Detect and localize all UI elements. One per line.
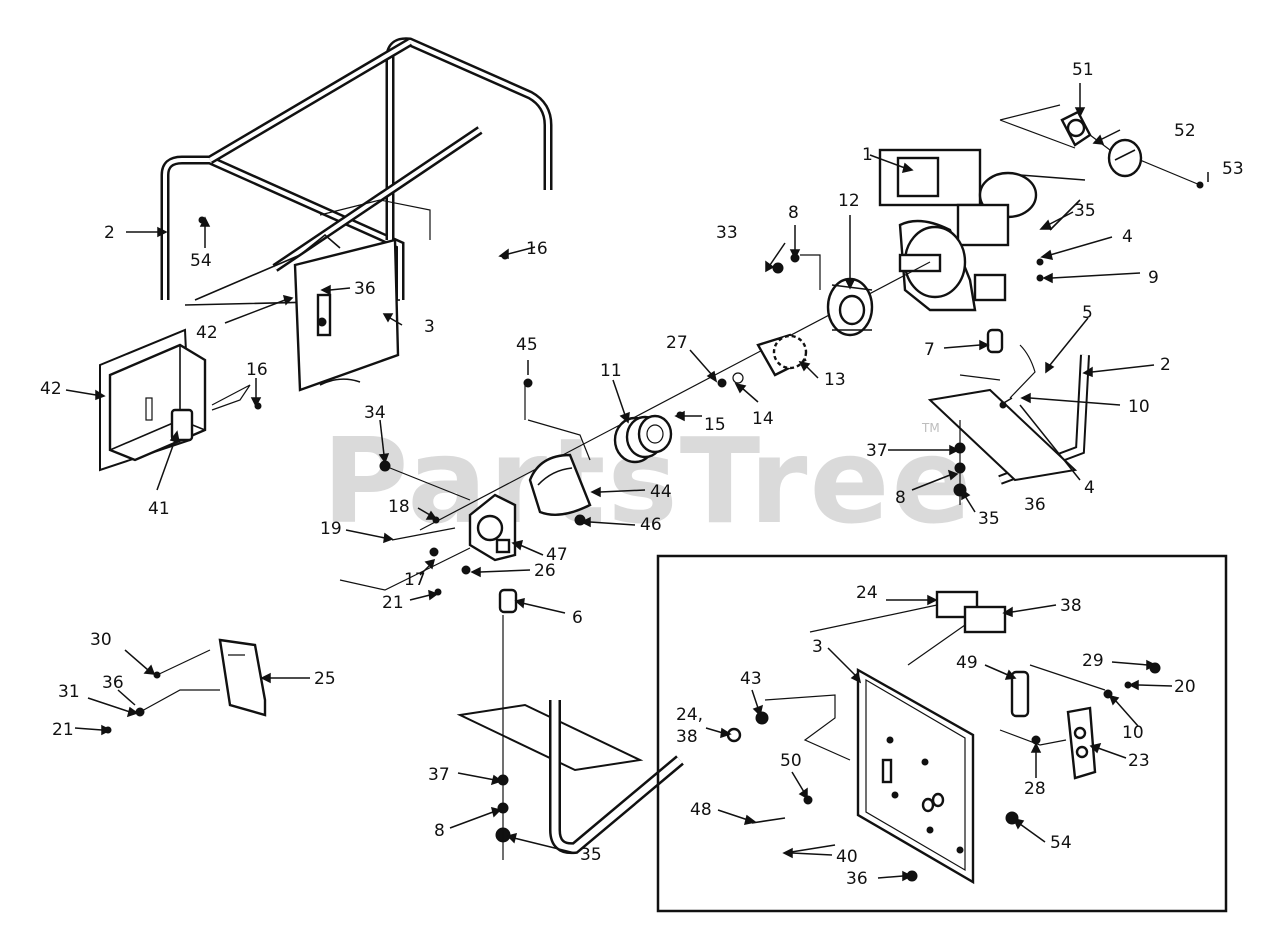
callout-38: 38 [676,727,698,747]
watermark-trademark: TM [921,421,940,435]
callout-24: 24 [856,583,878,603]
callout-51: 51 [1072,60,1094,80]
end-cover [218,638,267,717]
callout-24: 24, [676,705,703,725]
callout-35: 35 [978,509,1000,529]
callout-36: 36 [846,869,868,889]
control-box [99,328,251,472]
callout-11: 11 [600,361,622,381]
callout-47: 47 [546,545,568,565]
brush-holder [756,333,808,377]
callout-46: 46 [640,515,662,535]
base-rail [456,700,684,855]
callout-52: 52 [1174,121,1196,141]
callout-42: 42 [196,323,218,343]
callout-21: 21 [382,593,404,613]
callout-8: 8 [434,821,445,841]
callout-34: 34 [364,403,386,423]
callout-25: 25 [314,669,336,689]
callout-40: 40 [836,847,858,867]
callout-17: 17 [404,570,426,590]
callout-2: 2 [104,223,115,243]
callout-3: 3 [812,637,823,657]
end-housing [468,493,517,562]
callout-35: 35 [580,845,602,865]
callout-13: 13 [824,370,846,390]
callout-9: 9 [1148,268,1159,288]
callout-36: 36 [1024,495,1046,515]
callout-36: 36 [354,279,376,299]
callout-29: 29 [1082,651,1104,671]
engine-mount [986,328,1004,354]
callout-26: 26 [534,561,556,581]
callout-18: 18 [388,497,410,517]
callout-28: 28 [1024,779,1046,799]
callout-54: 54 [1050,833,1072,853]
callout-16: 16 [246,360,268,380]
fan [826,277,874,337]
callout-15: 15 [704,415,726,435]
callout-2: 2 [1160,355,1171,375]
callout-53: 53 [1222,159,1244,179]
callout-4: 4 [1122,227,1133,247]
callout-38: 38 [1060,596,1082,616]
callout-43: 43 [740,669,762,689]
callout-10: 10 [1122,723,1144,743]
callout-8: 8 [895,488,906,508]
callout-49: 49 [956,653,978,673]
callout-54: 54 [190,251,212,271]
callout-48: 48 [690,800,712,820]
callout-37: 37 [866,441,888,461]
callout-35: 35 [1074,201,1096,221]
callout-44: 44 [650,482,672,502]
callout-45: 45 [516,335,538,355]
stator [528,453,592,516]
callout-19: 19 [320,519,342,539]
callout-6: 6 [572,608,583,628]
callout-30: 30 [90,630,112,650]
callout-36: 36 [102,673,124,693]
callout-5: 5 [1082,303,1093,323]
callout-8: 8 [788,203,799,223]
engine-assembly [878,148,1086,312]
callout-10: 10 [1128,397,1150,417]
callout-50: 50 [780,751,802,771]
callout-4: 4 [1084,478,1095,498]
control-panel-top [293,238,400,392]
callout-3: 3 [424,317,435,337]
callout-20: 20 [1174,677,1196,697]
callout-42: 42 [40,379,62,399]
callout-27: 27 [666,333,688,353]
vibration-mount [498,588,518,614]
inset-detail [656,554,1228,913]
rotor [613,414,673,464]
callout-arrows [65,83,1209,882]
callout-37: 37 [428,765,450,785]
callout-12: 12 [838,191,860,211]
callout-1: 1 [862,145,873,165]
fuel-cap-parts [999,104,1204,189]
callout-14: 14 [752,409,774,429]
callout-33: 33 [716,223,738,243]
frame-rail-right [927,344,1090,485]
callout-41: 41 [148,499,170,519]
callout-7: 7 [924,340,935,360]
callout-23: 23 [1128,751,1150,771]
callout-16: 16 [526,239,548,259]
connector-lines [139,254,1001,713]
callout-21: 21 [52,720,74,740]
callout-labels: 1 2 2 3 3 4 4 5 6 7 8 8 8 9 10 10 11 12 … [40,60,1244,889]
callout-31: 31 [58,682,80,702]
